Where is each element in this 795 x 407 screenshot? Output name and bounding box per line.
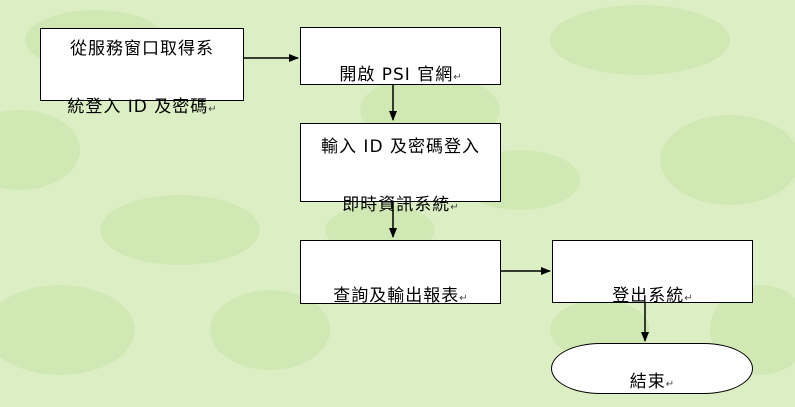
paragraph-mark-icon: ↵ [450, 201, 459, 213]
step-login-system-line1: 輸入 ID 及密碼登入 [321, 136, 480, 157]
step-get-credentials-line1: 從服務窗口取得系 [70, 38, 214, 59]
step-open-psi: 開啟 PSI 官網↵ [300, 27, 501, 85]
step-query-report-label: 查詢及輸出報表 [333, 286, 460, 306]
step-query-report: 查詢及輸出報表↵ [300, 240, 501, 306]
paragraph-mark-icon: ↵ [665, 378, 675, 390]
step-logout-label: 登出系統 [612, 286, 685, 306]
paragraph-mark-icon: ↵ [208, 103, 217, 115]
terminal-end: 結束↵ [551, 343, 753, 394]
step-get-credentials-line2: 統登入 ID 及密碼 [67, 96, 209, 117]
terminal-end-label: 結束 [629, 371, 666, 392]
step-open-psi-label: 開啟 PSI 官網 [339, 65, 454, 85]
step-login-system: 輸入 ID 及密碼登入 即時資訊系統↵ [300, 123, 501, 215]
paragraph-mark-icon: ↵ [453, 72, 462, 83]
paragraph-mark-icon: ↵ [459, 293, 468, 304]
step-login-system-line2: 即時資訊系統 [342, 194, 451, 215]
paragraph-mark-icon: ↵ [684, 293, 693, 304]
step-logout: 登出系統↵ [552, 240, 753, 306]
step-get-credentials: 從服務窗口取得系 統登入 ID 及密碼↵ [40, 28, 244, 117]
